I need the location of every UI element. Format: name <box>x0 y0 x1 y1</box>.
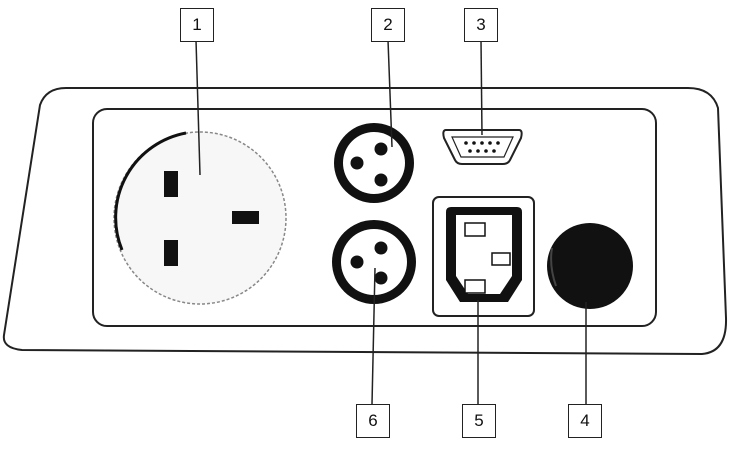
callout-5-box: 5 <box>462 404 496 438</box>
callout-3-label: 3 <box>476 15 486 34</box>
callout-2-box: 2 <box>371 8 405 42</box>
leader-line-6 <box>371 267 376 405</box>
callout-2-label: 2 <box>383 15 393 34</box>
xlr-3-pin-socket-icon <box>332 220 416 304</box>
leader-lines <box>195 39 587 405</box>
neutral-pin-slot <box>164 240 178 266</box>
iec-power-inlet-icon <box>432 196 535 317</box>
leader-line-2 <box>387 39 393 148</box>
callout-6-box: 6 <box>356 404 390 438</box>
uk-mains-socket-icon <box>113 131 287 305</box>
rotary-knob-icon <box>547 223 633 309</box>
earth-pin-slot <box>164 171 178 197</box>
db9-serial-port-icon <box>442 129 523 165</box>
xlr-3-pin-socket-icon <box>334 123 414 203</box>
leader-line-1 <box>195 39 201 176</box>
callout-4-label: 4 <box>580 411 590 430</box>
leader-line-3 <box>480 39 483 136</box>
callout-1-label: 1 <box>192 15 202 34</box>
callout-3-box: 3 <box>464 8 498 42</box>
callout-5-label: 5 <box>474 411 484 430</box>
callout-6-label: 6 <box>368 411 378 430</box>
callout-1-box: 1 <box>180 8 214 42</box>
live-pin-slot <box>232 211 259 224</box>
callout-4-box: 4 <box>568 404 602 438</box>
